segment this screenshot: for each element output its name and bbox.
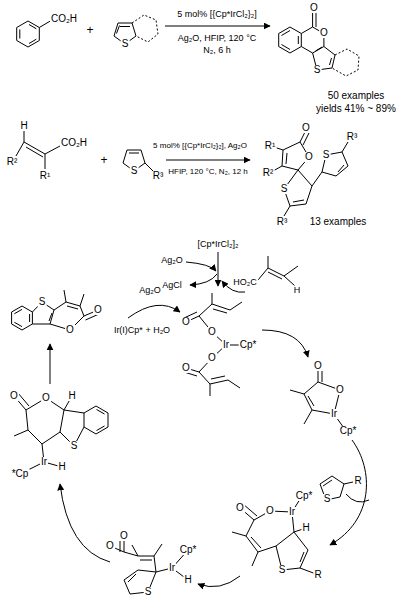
plus-sign: + xyxy=(99,154,108,166)
reaction-arrow xyxy=(166,160,250,161)
atom-label: Ir xyxy=(168,563,176,573)
atom-label: O xyxy=(301,123,311,133)
atom-label: S xyxy=(280,184,289,194)
atom-label: S xyxy=(144,587,153,597)
atom-label: S xyxy=(278,565,287,575)
annotation-text: CO₂H xyxy=(50,14,78,24)
atom-label: R¹ xyxy=(39,171,52,181)
atom-label: O xyxy=(93,305,103,315)
atom-label: R¹ xyxy=(264,141,277,151)
atom-label: O xyxy=(207,353,217,363)
atom-label: R³ xyxy=(276,217,289,227)
annotation-text: AgCl xyxy=(161,281,183,290)
atom-label: *Cp xyxy=(11,469,30,479)
annotation-text: [Cp*IrCl₂]₂ xyxy=(197,240,240,249)
cycle-arrow xyxy=(128,305,180,318)
annotation-text: Ag₂O xyxy=(138,286,162,295)
atom-label: O xyxy=(65,325,75,335)
atom-label: H xyxy=(19,121,28,131)
atom-label: H xyxy=(301,523,310,533)
cycle-arrow xyxy=(198,576,240,587)
ring-expanded-intermediate xyxy=(232,496,316,574)
atom-label: R xyxy=(313,570,322,580)
benzoic-acid xyxy=(17,20,52,47)
atom-label: O xyxy=(309,3,319,13)
atom-label: Cp* xyxy=(295,491,314,501)
atom-label: Cp* xyxy=(239,340,258,350)
atom-label: S xyxy=(322,150,331,160)
cycle-arrow xyxy=(186,262,216,271)
annotation-text: N₂, 6 h xyxy=(202,46,232,55)
annotation-text: 5 mol% [{Cp*IrCl₂}₂] xyxy=(176,10,258,19)
cycle-arrow xyxy=(50,344,51,384)
plus-sign: + xyxy=(85,24,94,36)
atom-label: O xyxy=(41,393,51,403)
atom-label: O xyxy=(119,531,129,541)
atom-label: O xyxy=(181,317,191,327)
annotation-text: 5 mol% [{Cp*IrCl₂}₂], Ag₂O xyxy=(152,142,248,150)
atom-label: R² xyxy=(6,157,19,167)
atom-label: Ir xyxy=(40,457,48,467)
atom-label: H xyxy=(183,575,192,585)
acrylic-acid xyxy=(16,131,60,169)
atom-label: O xyxy=(235,503,245,513)
atom-label: S xyxy=(121,39,130,49)
atom-label: S xyxy=(130,166,139,176)
atom-label: R³ xyxy=(152,171,165,181)
annotation-text: Ag₂O, HFIP, 120 °C xyxy=(177,34,257,43)
atom-label: S xyxy=(313,65,322,75)
atom-label: S xyxy=(70,441,79,451)
atom-label: S xyxy=(38,297,47,307)
iridacycle xyxy=(290,370,346,431)
atom-label: O xyxy=(265,506,275,516)
cycle-arrow xyxy=(60,484,110,562)
annotation-text: Ir(I)Cp* + H₂O xyxy=(113,326,171,335)
fused-ring xyxy=(332,49,359,76)
atom-label: Ir xyxy=(288,507,296,517)
spiro-product xyxy=(273,130,348,216)
cycle-product xyxy=(12,290,99,330)
annotation-text: HFIP, 120 °C, N₂, 12 h xyxy=(167,168,249,176)
cycle-arrow xyxy=(262,330,308,357)
atom-label: O xyxy=(313,361,323,371)
fused-ring xyxy=(132,15,158,42)
atom-label: O xyxy=(335,385,345,395)
annotation-text: CO₂H xyxy=(60,138,88,148)
atom-label: S xyxy=(323,494,332,504)
atom-label: O xyxy=(9,391,19,401)
atom-label: R³ xyxy=(346,132,359,142)
atom-label: R² xyxy=(262,168,275,178)
atom-label: Ir xyxy=(330,409,338,419)
cycle-arrow xyxy=(190,274,217,285)
atom-label: H xyxy=(293,286,302,295)
atom-label: Cp* xyxy=(179,545,198,555)
annotation-text: Ag₂O xyxy=(160,256,184,265)
annotation-text: 50 examples xyxy=(327,91,386,101)
atom-label: H xyxy=(57,462,66,472)
vinyl-iridium-hydride xyxy=(110,540,188,594)
annotation-text: 13 examples xyxy=(309,217,368,227)
annotation-text: yields 41% ~ 89% xyxy=(315,104,397,114)
product-structure xyxy=(279,12,335,70)
reaction-arrow xyxy=(165,26,270,27)
atom-label: O xyxy=(207,327,217,337)
atom-label: Ir xyxy=(222,340,230,350)
iridium-lactone-intermediate xyxy=(14,393,108,474)
crotonic-acid xyxy=(258,256,298,286)
cycle-arrow xyxy=(218,252,219,286)
atom-label: O xyxy=(304,152,314,162)
cycle-arrow xyxy=(330,440,366,545)
atom-label: R xyxy=(353,476,362,486)
atom-label: Cp* xyxy=(339,426,358,436)
atom-label: O xyxy=(319,28,329,38)
atom-label: O xyxy=(181,363,191,373)
annotation-text: HO₂C xyxy=(232,278,258,287)
atom-label: O xyxy=(105,541,115,551)
atom-label: H xyxy=(67,391,76,401)
